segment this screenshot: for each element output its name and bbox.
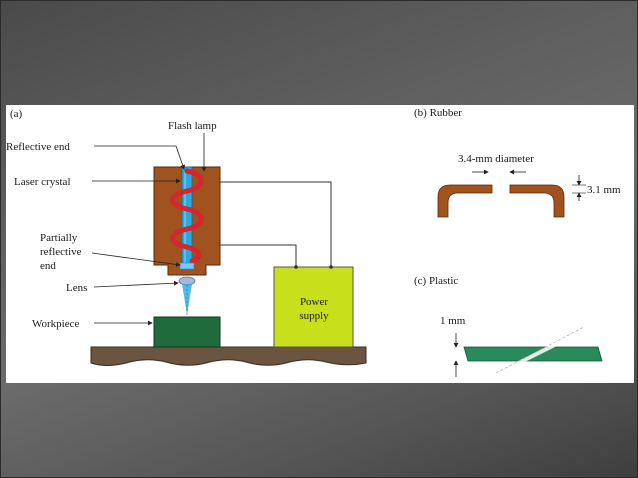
partially-reflective-leader bbox=[91, 252, 181, 267]
plastic-thickness-label: 1 mm bbox=[440, 315, 466, 327]
lens-shape bbox=[178, 276, 196, 286]
figure-svg: (a) Power supply Flash lamp Reflective e… bbox=[6, 107, 621, 377]
plastic-cut-path bbox=[506, 331, 581, 370]
flash-lamp-coil bbox=[170, 168, 204, 264]
power-terminal-1 bbox=[329, 265, 333, 269]
rubber-part bbox=[437, 184, 565, 218]
reflective-end-label: Reflective end bbox=[6, 141, 70, 153]
laser-beam bbox=[182, 284, 192, 315]
rubber-diameter-label: 3.4-mm diameter bbox=[458, 153, 534, 165]
reflective-end-leader bbox=[94, 145, 185, 170]
power-supply-box bbox=[273, 266, 354, 348]
workpiece-label: Workpiece bbox=[32, 318, 79, 330]
power-supply-label-line2: supply bbox=[299, 310, 329, 322]
panel-a-label: (a) bbox=[10, 108, 23, 120]
panel-c-label: (c) Plastic bbox=[414, 275, 458, 287]
power-wire-2 bbox=[220, 244, 297, 267]
plastic-cut-line bbox=[495, 326, 585, 374]
partially-reflective-end bbox=[179, 262, 195, 270]
laser-machining-figure: (a) Power supply Flash lamp Reflective e… bbox=[6, 105, 634, 383]
partially-label-line3: end bbox=[40, 260, 56, 272]
partially-label-line1: Partially bbox=[40, 232, 78, 244]
rubber-thickness-label: 3.1 mm bbox=[587, 184, 621, 196]
lens-leader bbox=[93, 280, 179, 288]
power-wire-1 bbox=[220, 181, 332, 267]
laser-crystal-rod bbox=[181, 166, 193, 268]
panel-b-label: (b) Rubber bbox=[414, 107, 462, 119]
lens-label: Lens bbox=[66, 282, 87, 294]
partially-label-line2: reflective bbox=[40, 246, 82, 258]
laser-crystal-label: Laser crystal bbox=[14, 176, 71, 188]
machine-base bbox=[90, 346, 367, 366]
flash-lamp-label: Flash lamp bbox=[168, 120, 217, 132]
power-terminal-2 bbox=[294, 265, 298, 269]
power-supply-label-line1: Power bbox=[300, 296, 328, 308]
workpiece-block bbox=[153, 316, 221, 348]
